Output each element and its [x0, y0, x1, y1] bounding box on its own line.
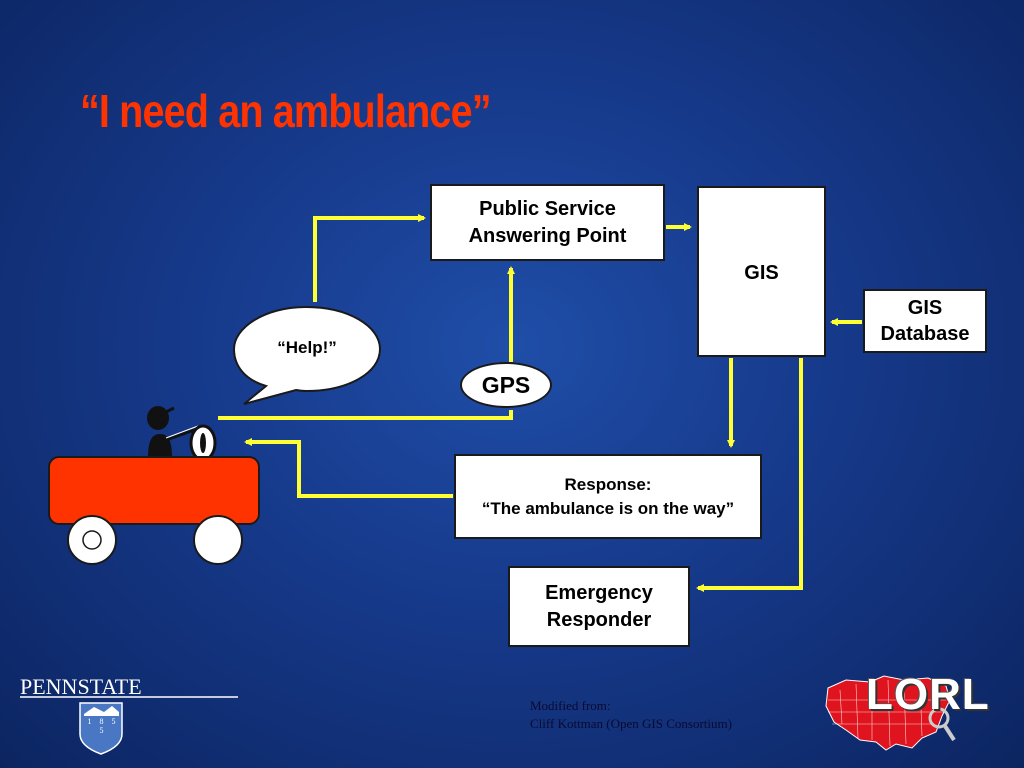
- credit-line2: Cliff Kottman (Open GIS Consortium): [530, 716, 732, 731]
- usa-map-icon: [825, 675, 951, 751]
- gis-database-box: GIS Database: [863, 289, 987, 353]
- emergency-line1: Emergency: [545, 581, 653, 604]
- car-wheel-right: [193, 515, 243, 565]
- magnifier-icon: [928, 707, 950, 729]
- emergency-responder-box: Emergency Responder: [508, 566, 690, 647]
- arrow-gis-to-emergency: [696, 358, 803, 592]
- help-bubble-text: “Help!”: [277, 338, 337, 357]
- credit-note: Modified from: Cliff Kottman (Open GIS C…: [530, 697, 732, 733]
- gis-database-line2: Database: [880, 323, 970, 345]
- response-line2: “The ambulance is on the way”: [481, 498, 735, 518]
- lorl-wordmark: LORL: [866, 670, 990, 719]
- slide-title: “I need an ambulance”: [80, 85, 491, 137]
- arrow-help-to-psap: [313, 214, 426, 302]
- credit-line1: Modified from:: [530, 698, 611, 713]
- gis-label: GIS: [744, 262, 779, 284]
- driver-figure: [147, 406, 201, 458]
- psap-line1: Public Service: [479, 197, 616, 220]
- gps-oval: GPS: [460, 362, 552, 408]
- car-body: [48, 456, 260, 525]
- response-box: Response: “The ambulance is on the way”: [454, 454, 762, 539]
- pennstate-wordmark: PENNSTATE: [20, 674, 142, 699]
- arrow-response-to-car: [244, 438, 453, 498]
- psap-line2: Answering Point: [468, 224, 627, 247]
- response-line1: Response:: [564, 474, 652, 494]
- gis-database-line1: GIS: [907, 297, 943, 319]
- emergency-line2: Responder: [546, 608, 652, 631]
- pennstate-year: 1 8 5 5: [87, 717, 119, 735]
- psap-box: Public Service Answering Point: [430, 184, 665, 261]
- arrow-car-to-psap: [218, 410, 513, 420]
- gps-label: GPS: [481, 371, 531, 398]
- gis-box: GIS: [697, 186, 826, 357]
